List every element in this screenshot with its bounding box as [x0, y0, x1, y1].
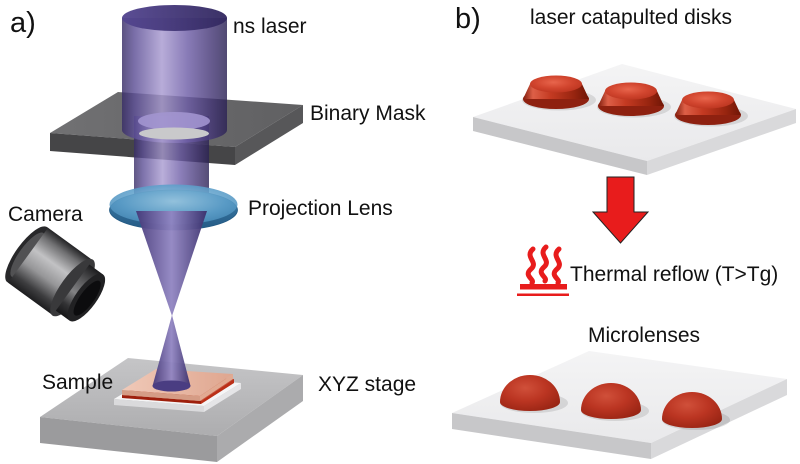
ns-laser-cylinder — [122, 5, 227, 143]
microlens — [662, 392, 722, 428]
substrate-disks — [473, 64, 796, 175]
panel-b-label: b) — [455, 3, 481, 35]
sample-stack — [114, 369, 241, 412]
catapulted-disks — [522, 75, 748, 127]
ns-laser-label: ns laser — [233, 15, 307, 38]
down-arrow-icon — [591, 176, 650, 244]
laser-beam-cone — [136, 211, 207, 392]
disk — [605, 82, 657, 100]
laser-inner-disk — [138, 112, 210, 130]
microlens — [500, 375, 560, 411]
mask-aperture-disk — [139, 127, 209, 140]
disk — [682, 91, 734, 109]
microlenses-label: Microlenses — [588, 324, 700, 347]
disk — [530, 75, 582, 93]
thermal-reflow-label: Thermal reflow (T>Tg) — [570, 263, 778, 286]
projection-lens-label: Projection Lens — [248, 197, 393, 220]
heat-icon — [517, 244, 569, 296]
camera-label: Camera — [8, 203, 83, 226]
xyz-stage-label: XYZ stage — [318, 373, 416, 396]
disks-title: laser catapulted disks — [530, 6, 732, 29]
microlens-domes — [500, 375, 730, 430]
binary-mask-label: Binary Mask — [310, 102, 426, 125]
camera-icon — [5, 226, 106, 322]
sample-label: Sample — [42, 371, 113, 394]
panel-a-label: a) — [10, 7, 36, 39]
microlens — [581, 383, 641, 419]
